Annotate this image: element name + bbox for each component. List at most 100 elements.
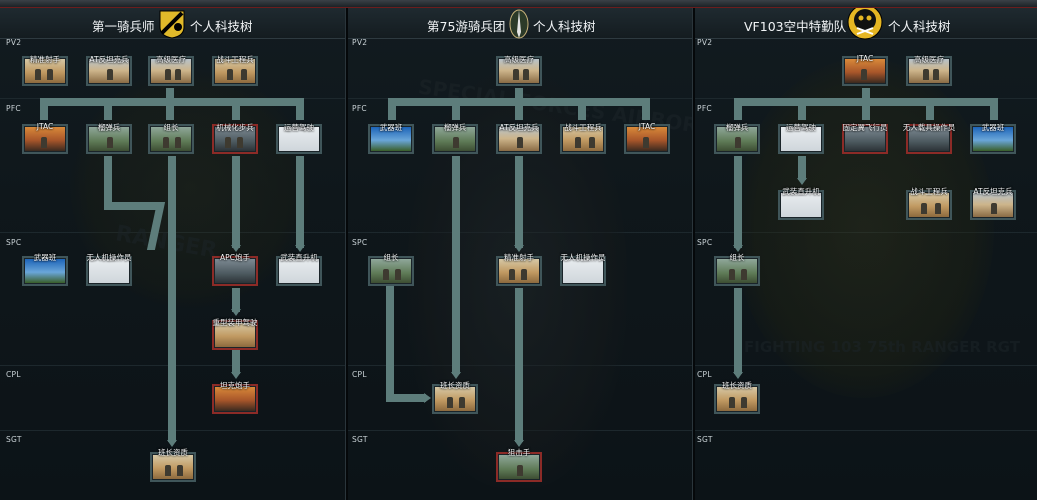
- skill-node-team-leader[interactable]: [714, 256, 760, 286]
- tree-connector: [386, 286, 394, 400]
- skill-node-grenadier[interactable]: [86, 124, 132, 154]
- skill-label: 组长: [383, 253, 399, 262]
- tree-connector: [990, 98, 998, 120]
- skill-label: 精准射手: [30, 55, 60, 64]
- skill-label: 战斗工程兵: [216, 55, 254, 64]
- skill-node-at[interactable]: [970, 190, 1016, 220]
- skill-node-engineer[interactable]: [212, 56, 258, 86]
- rank-label-sgt: SGT: [697, 435, 713, 444]
- rank-label-sgt: SGT: [6, 435, 22, 444]
- skill-node-heavy-armor[interactable]: [212, 320, 258, 350]
- rank-label-pfc: PFC: [6, 104, 21, 113]
- skill-node-marksman[interactable]: [22, 56, 68, 86]
- tree-connector: [232, 350, 240, 374]
- skill-node-drone-operator[interactable]: [86, 256, 132, 286]
- skill-label: JTAC: [36, 122, 54, 131]
- skill-label: 战斗工程兵: [910, 187, 948, 196]
- skill-label: 重型装甲驾驶: [212, 318, 258, 327]
- skill-node-medic[interactable]: [906, 56, 952, 86]
- skill-node-apc-gunner[interactable]: [212, 256, 258, 286]
- skill-label: 坦克炮手: [220, 381, 250, 390]
- skill-node-team-leader[interactable]: [368, 256, 414, 286]
- tree-arrow: [424, 393, 431, 403]
- skill-node-weapons-squad[interactable]: [970, 124, 1016, 154]
- skill-node-grenadier[interactable]: [432, 124, 478, 154]
- tree-connector: [296, 98, 304, 120]
- rank-label-pv2: PV2: [352, 38, 368, 47]
- tree-connector: [168, 156, 176, 442]
- skill-node-jtac[interactable]: [22, 124, 68, 154]
- skill-label: 榴弹兵: [443, 123, 467, 132]
- tree-arrow: [231, 372, 241, 379]
- skill-label: 榴弹兵: [97, 123, 121, 132]
- tree-connector: [104, 98, 112, 120]
- skill-node-unmanned-vehicle-operator[interactable]: [906, 124, 952, 154]
- skill-label: AT反坦克兵: [499, 123, 539, 132]
- skill-node-mechanized[interactable]: [212, 124, 258, 154]
- tree-connector: [386, 394, 426, 402]
- special-forces-dagger-icon: [507, 8, 531, 42]
- skill-node-drone-operator[interactable]: [560, 256, 606, 286]
- skill-node-transport-pilot[interactable]: [276, 124, 322, 154]
- rank-label-spc: SPC: [352, 238, 368, 247]
- tree-arrow: [733, 372, 743, 379]
- skill-label: JTAC: [638, 122, 656, 131]
- skill-node-marksman[interactable]: [496, 256, 542, 286]
- tree-connector: [515, 88, 523, 100]
- skill-node-engineer[interactable]: [560, 124, 606, 154]
- skill-node-attack-helicopter[interactable]: [778, 190, 824, 220]
- skill-node-team-leader[interactable]: [148, 124, 194, 154]
- skill-node-fixed-wing-pilot[interactable]: [842, 124, 888, 154]
- skill-label: 组长: [729, 253, 745, 262]
- cavalry-badge-icon: [158, 9, 186, 39]
- rank-label-cpl: CPL: [6, 370, 21, 379]
- skill-node-squad-leader[interactable]: [432, 384, 478, 414]
- tree-connector: [515, 98, 523, 120]
- tree-connector: [388, 98, 396, 120]
- tree-connector: [734, 288, 742, 374]
- skill-label: 武器班: [981, 123, 1005, 132]
- skill-node-jtac[interactable]: [842, 56, 888, 86]
- tree-connector: [104, 202, 160, 210]
- skill-label: 运营驾驶: [284, 123, 314, 132]
- column-subtitle: 个人科技树: [888, 19, 951, 34]
- tree-connector: [926, 98, 934, 120]
- top-frame-bar: [0, 0, 1037, 8]
- skill-node-sniper[interactable]: [496, 452, 542, 482]
- tree-connector: [104, 156, 112, 210]
- column-header: VF103空中特勤队 个人科技树: [694, 8, 1037, 40]
- skill-node-engineer[interactable]: [906, 190, 952, 220]
- tree-arrow: [167, 440, 177, 447]
- column-divider: [345, 8, 348, 500]
- column-subtitle: 个人科技树: [533, 19, 596, 34]
- skill-node-medic[interactable]: [496, 56, 542, 86]
- rank-label-cpl: CPL: [697, 370, 712, 379]
- column-title: 第75游骑兵团: [427, 19, 506, 34]
- skill-node-weapons-squad[interactable]: [22, 256, 68, 286]
- skill-label: AT反坦克兵: [89, 55, 129, 64]
- skill-node-weapons-squad[interactable]: [368, 124, 414, 154]
- tree-connector: [232, 98, 240, 120]
- tree-connector: [232, 288, 240, 312]
- tree-connector: [642, 98, 650, 120]
- skill-node-squad-leader[interactable]: [150, 452, 196, 482]
- skill-label: JTAC: [856, 54, 874, 63]
- column-title: VF103空中特勤队: [744, 19, 847, 34]
- skill-node-grenadier[interactable]: [714, 124, 760, 154]
- skill-node-attack-helicopter[interactable]: [276, 256, 322, 286]
- tree-arrow: [451, 372, 461, 379]
- skill-node-transport-pilot[interactable]: [778, 124, 824, 154]
- rank-label-pv2: PV2: [697, 38, 713, 47]
- skill-label: 运营驾驶: [786, 123, 816, 132]
- tree-connector: [515, 156, 523, 248]
- skill-node-jtac[interactable]: [624, 124, 670, 154]
- skill-node-squad-leader[interactable]: [714, 384, 760, 414]
- tree-connector: [798, 98, 806, 120]
- rank-label-sgt: SGT: [352, 435, 368, 444]
- skill-node-at[interactable]: [86, 56, 132, 86]
- skill-node-medic[interactable]: [148, 56, 194, 86]
- tree-arrow: [514, 440, 524, 447]
- skill-node-tank-gunner[interactable]: [212, 384, 258, 414]
- skill-node-at[interactable]: [496, 124, 542, 154]
